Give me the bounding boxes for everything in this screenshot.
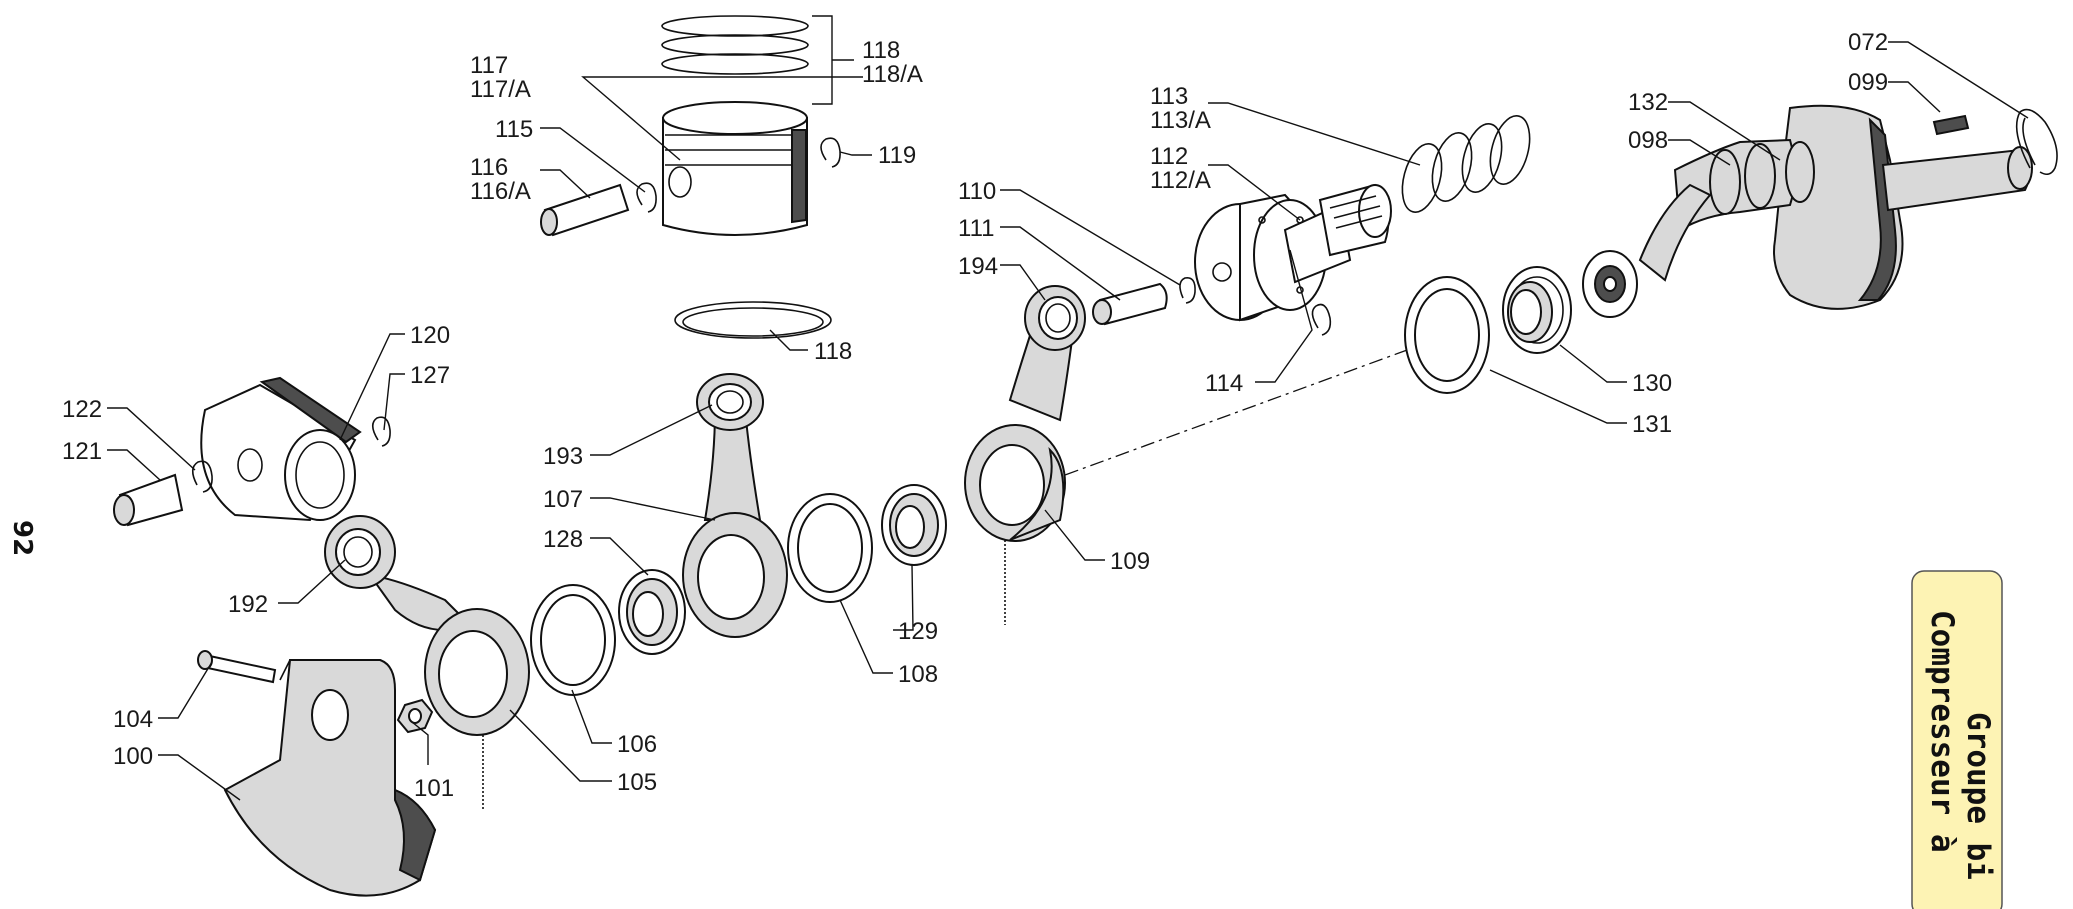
label-130: 130 (1632, 370, 1672, 397)
crankshaft (1582, 104, 2033, 318)
label-115: 115 (495, 116, 533, 143)
label-072: 072 (1848, 29, 1888, 56)
connecting-rod-193 (682, 373, 788, 638)
label-127: 127 (410, 362, 450, 389)
piston-pin-116 (540, 183, 630, 237)
label-117a: 117/A (470, 76, 531, 103)
label-192: 192 (228, 591, 268, 618)
circlip-122 (191, 460, 213, 493)
label-112: 112 (1150, 143, 1188, 170)
label-107: 107 (543, 486, 583, 513)
piston-pin-121 (113, 473, 184, 527)
section-tab-background (1911, 570, 2003, 909)
label-120: 120 (410, 322, 450, 349)
label-116a: 116/A (470, 178, 531, 205)
circlip-115 (636, 182, 657, 213)
label-099: 099 (1848, 69, 1888, 96)
section-tab-title: Groupe bi (1960, 712, 1996, 880)
thrust-washer-106 (530, 584, 616, 696)
bolt-104 (197, 650, 277, 684)
leader-lines (107, 41, 2029, 801)
section-tab-subtitle: Compresseur à (1924, 610, 1960, 853)
thrust-washer-131 (1404, 276, 1490, 394)
assembly-axis-line (1064, 337, 1441, 476)
callout-labels: 072 099 132 098 113 113/A 112 112/A 110 … (62, 29, 1888, 802)
label-104: 104 (113, 706, 153, 733)
label-106: 106 (617, 731, 657, 758)
piston-rings-118 (661, 15, 809, 75)
label-118a: 118/A (862, 61, 923, 88)
section-tab: Groupe bi Compresseur à (1911, 570, 2003, 909)
shaft-key (1932, 114, 1970, 136)
roller-bearing-129 (881, 484, 947, 566)
piston-117 (662, 101, 808, 236)
nut-101 (396, 698, 434, 734)
label-111: 111 (958, 215, 994, 242)
label-109: 109 (1110, 548, 1150, 575)
roller-bearing-128 (618, 569, 686, 655)
connecting-rod-192 (324, 515, 530, 810)
bracket-118 (812, 15, 854, 105)
label-117: 117 (470, 52, 508, 79)
circlip-114 (1311, 303, 1332, 336)
circlip-110 (1179, 276, 1196, 304)
roller-bearing-130 (1502, 266, 1572, 354)
piston-rings-113 (1401, 115, 1531, 213)
circlip-072 (2015, 108, 2058, 176)
label-101: 101 (414, 775, 454, 802)
label-105: 105 (617, 769, 657, 796)
label-121: 121 (62, 438, 102, 465)
piston-120 (200, 376, 362, 522)
connecting-rod-194 (964, 285, 1086, 625)
label-110: 110 (958, 178, 996, 205)
label-113: 113 (1150, 83, 1188, 110)
label-129: 129 (898, 618, 938, 645)
label-113a: 113/A (1150, 107, 1211, 134)
label-098: 098 (1628, 127, 1668, 154)
page-number: 92 (7, 520, 37, 556)
label-128: 128 (543, 526, 583, 553)
label-108: 108 (898, 661, 938, 688)
label-131: 131 (1632, 411, 1672, 438)
label-116: 116 (470, 154, 508, 181)
piston-pin-housing-112 (1194, 183, 1392, 322)
piston-pin-111 (1092, 282, 1168, 326)
circlip-119 (820, 137, 841, 168)
label-118-mid: 118 (814, 338, 852, 365)
snap-ring-118 (674, 301, 832, 339)
counterweight-100 (223, 659, 437, 897)
label-118-top: 118 (862, 37, 900, 64)
label-194: 194 (958, 253, 998, 280)
label-119: 119 (878, 142, 916, 169)
label-122: 122 (62, 396, 102, 423)
label-114: 114 (1205, 370, 1243, 397)
label-112a: 112/A (1150, 167, 1211, 194)
label-193: 193 (543, 443, 583, 470)
label-132: 132 (1628, 89, 1668, 116)
thrust-washer-108 (787, 493, 873, 603)
circlip-127 (371, 416, 391, 447)
label-100: 100 (113, 743, 153, 770)
